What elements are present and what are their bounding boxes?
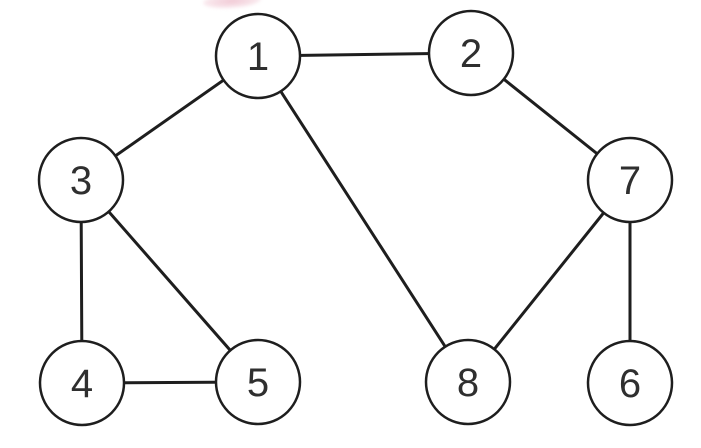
node-circle-8 bbox=[424, 338, 512, 426]
node-label-5: 5 bbox=[247, 361, 269, 405]
node-label-6: 6 bbox=[619, 362, 641, 406]
node-circle-1 bbox=[214, 12, 302, 100]
edges-layer bbox=[79, 51, 632, 385]
node-circle-5 bbox=[214, 338, 302, 426]
node-label-3: 3 bbox=[70, 159, 92, 203]
edge-1-8 bbox=[256, 54, 470, 384]
node-1: 1 bbox=[214, 12, 302, 100]
node-5: 5 bbox=[214, 338, 302, 426]
node-circle-2 bbox=[427, 9, 515, 97]
node-label-4: 4 bbox=[71, 362, 93, 406]
node-circle-7 bbox=[586, 136, 674, 224]
node-6: 6 bbox=[586, 339, 674, 427]
node-label-2: 2 bbox=[460, 32, 482, 76]
node-label-7: 7 bbox=[619, 159, 641, 203]
node-circle-4 bbox=[38, 339, 126, 427]
edge-3-5 bbox=[79, 178, 260, 384]
node-3: 3 bbox=[37, 136, 125, 224]
nodes-layer: 1 2 3 4 5 6 7 8 bbox=[37, 9, 674, 427]
node-7: 7 bbox=[586, 136, 674, 224]
node-label-1: 1 bbox=[247, 35, 269, 79]
node-4: 4 bbox=[38, 339, 126, 427]
node-8: 8 bbox=[424, 338, 512, 426]
node-label-8: 8 bbox=[457, 361, 479, 405]
node-circle-3 bbox=[37, 136, 125, 224]
node-circle-6 bbox=[586, 339, 674, 427]
node-2: 2 bbox=[427, 9, 515, 97]
